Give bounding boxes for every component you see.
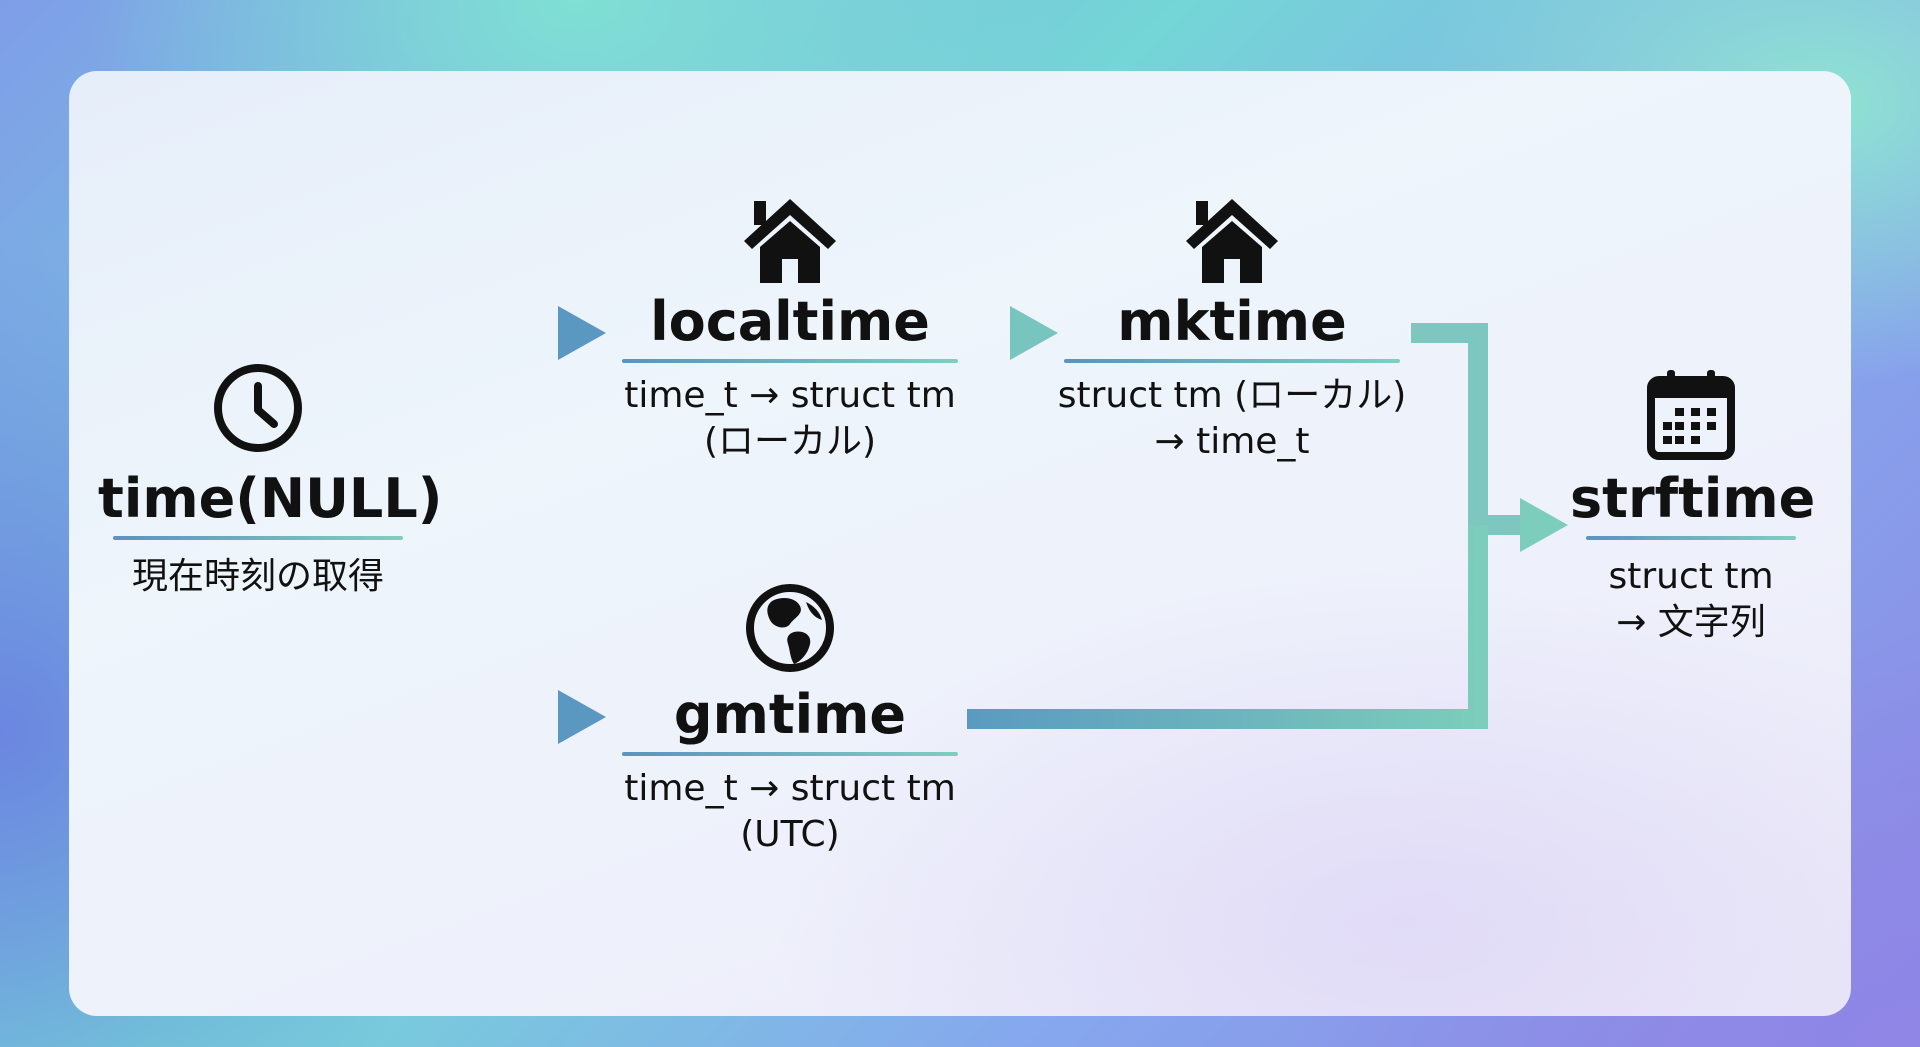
node-time: time(NULL) 現在時刻の取得 bbox=[98, 362, 443, 600]
node-description: 現在時刻の取得 bbox=[131, 556, 384, 597]
arrow-mktime-strftime bbox=[1411, 323, 1525, 535]
node-strftime: strftime struct tm → 文字列 bbox=[1570, 368, 1816, 646]
node-description-line1: time_t → struct tm bbox=[624, 768, 956, 809]
node-description-line1: struct tm bbox=[1608, 556, 1774, 597]
node-title: time(NULL) bbox=[98, 467, 443, 530]
house-icon bbox=[744, 199, 836, 283]
arrowhead-gmtime bbox=[558, 690, 606, 744]
node-title: localtime bbox=[650, 290, 930, 353]
arrow-gmtime-strftime bbox=[967, 525, 1488, 729]
clock-icon bbox=[214, 364, 302, 452]
node-mktime: mktime struct tm (ローカル) → time_t bbox=[1052, 195, 1412, 465]
branch-arrow-time bbox=[427, 322, 564, 728]
diagram-card bbox=[69, 71, 1851, 1016]
node-gmtime: gmtime time_t → struct tm (UTC) bbox=[620, 582, 960, 858]
node-description-line2: (ローカル) bbox=[703, 421, 877, 462]
node-title: mktime bbox=[1117, 290, 1347, 353]
node-description-line2: → time_t bbox=[1154, 421, 1310, 462]
node-description-line2: → 文字列 bbox=[1616, 602, 1766, 643]
node-title: strftime bbox=[1570, 467, 1816, 530]
title-underline bbox=[113, 536, 403, 540]
title-underline bbox=[622, 359, 958, 363]
node-localtime: localtime time_t → struct tm (ローカル) bbox=[620, 195, 960, 465]
node-description-line1: struct tm (ローカル) bbox=[1057, 375, 1407, 416]
title-underline bbox=[622, 752, 958, 756]
arrowhead-strftime bbox=[1520, 498, 1568, 552]
title-underline bbox=[1586, 536, 1796, 540]
node-description-line2: (UTC) bbox=[740, 814, 840, 855]
arrowhead-localtime bbox=[558, 306, 606, 360]
title-underline bbox=[1064, 359, 1400, 363]
node-title: gmtime bbox=[673, 683, 907, 746]
arrowhead-mktime bbox=[1010, 306, 1058, 360]
globe-icon bbox=[746, 584, 834, 672]
node-description-line1: time_t → struct tm bbox=[624, 375, 956, 416]
calendar-icon bbox=[1647, 370, 1735, 460]
house-icon bbox=[1186, 199, 1278, 283]
